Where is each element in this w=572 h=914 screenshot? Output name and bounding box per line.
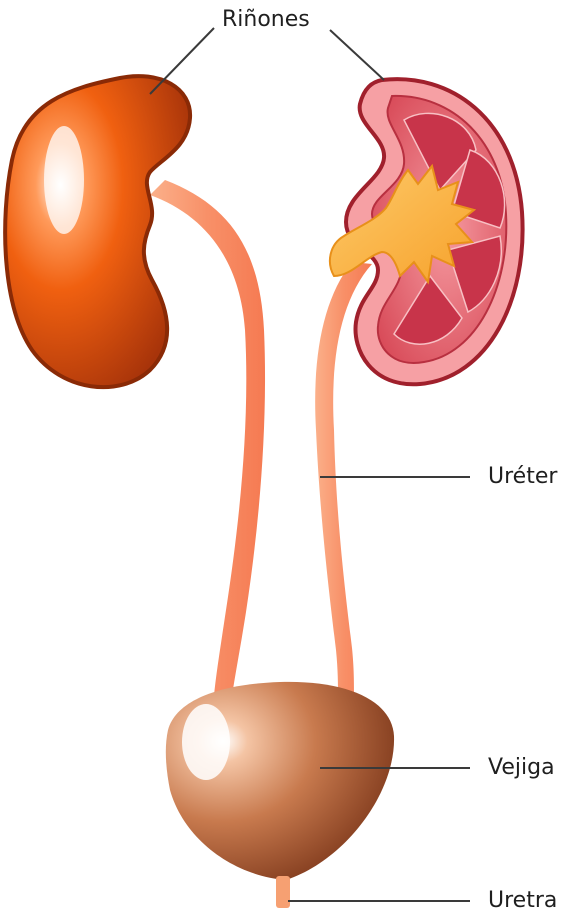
- left-kidney: [5, 76, 190, 387]
- kidneys-label: Riñones: [222, 9, 310, 31]
- bladder-label: Vejiga: [488, 757, 555, 779]
- ureter-label: Uréter: [488, 466, 557, 488]
- left-ureter: [150, 180, 265, 696]
- urethra: [276, 876, 290, 908]
- urethra-label: Uretra: [488, 890, 557, 912]
